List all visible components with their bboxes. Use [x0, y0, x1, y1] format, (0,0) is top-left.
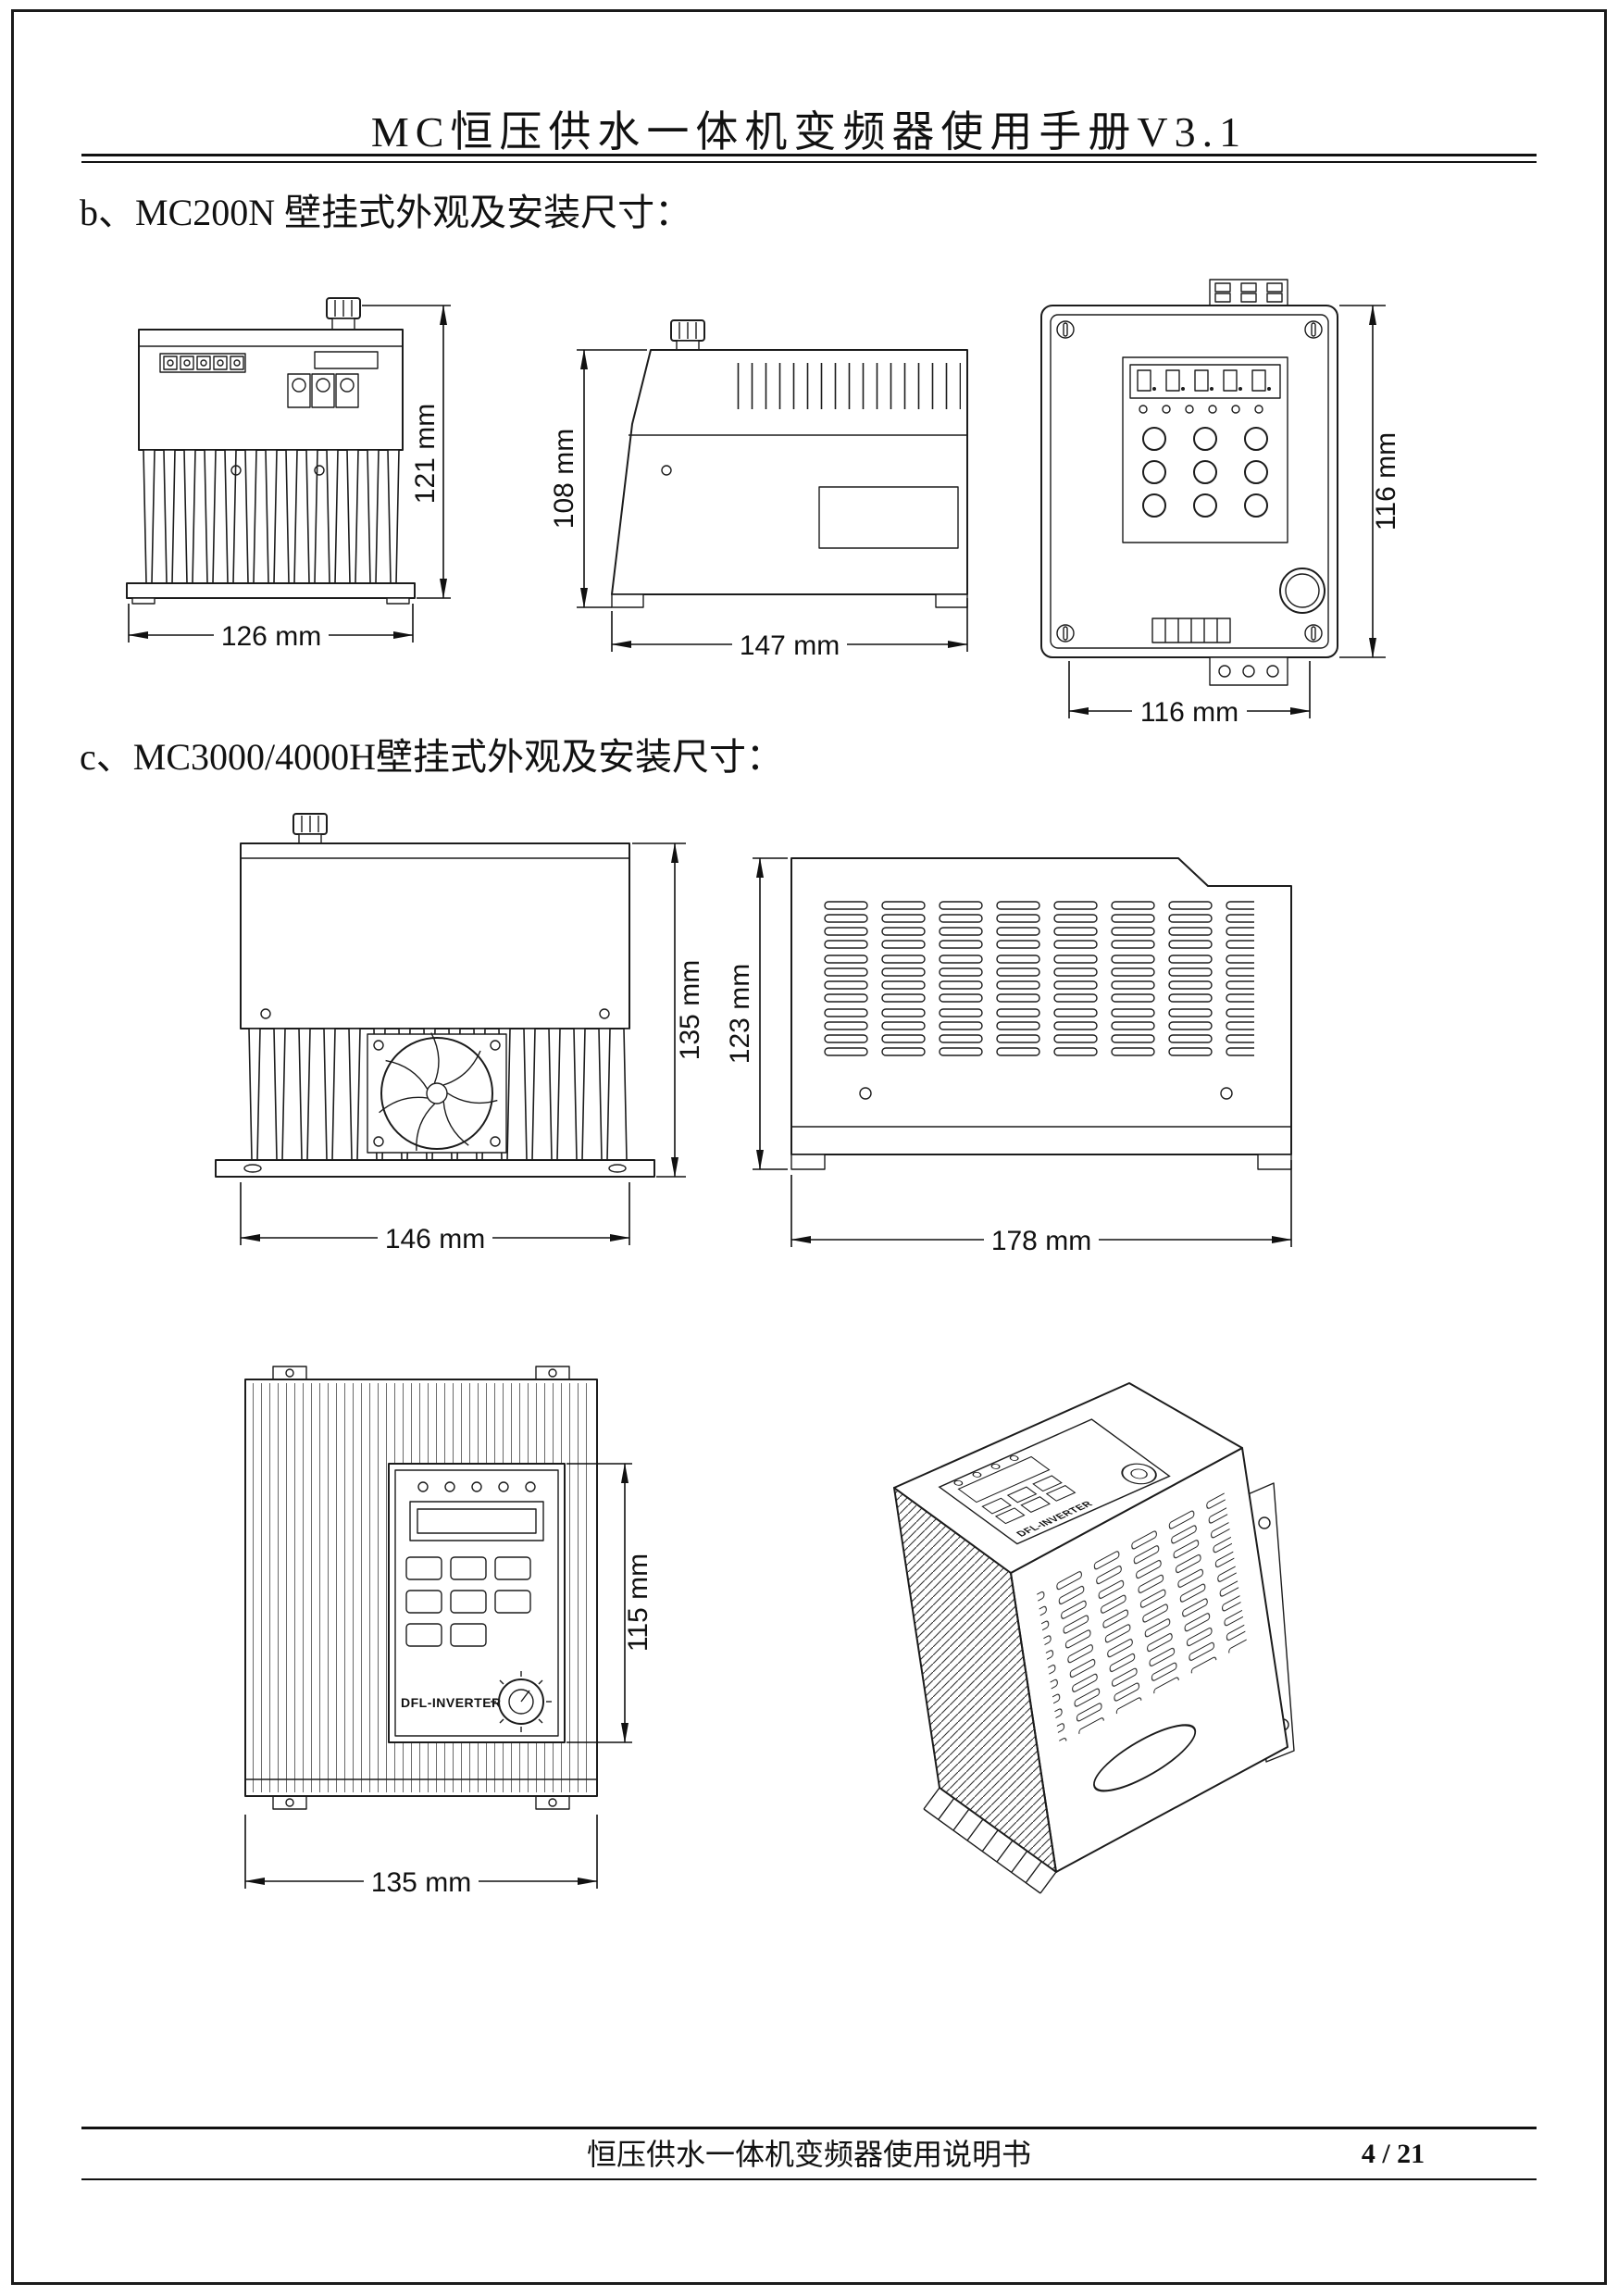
dim-mc3000-side-height: 123 mm	[727, 964, 755, 1064]
dim-mc200n-front-height: 121 mm	[410, 404, 441, 504]
cable-gland-knob	[670, 319, 705, 351]
brand-label: DFL-INVERTER	[401, 1695, 502, 1710]
dim-mc3000-face-height: 115 mm	[623, 1554, 653, 1652]
height-dimension: 121 mm	[362, 305, 451, 599]
bottom-terminal	[1209, 656, 1288, 686]
height-dimension: 115 mm	[566, 1463, 653, 1743]
device-body	[138, 329, 404, 451]
device-body	[611, 349, 968, 608]
page-title: MC恒压供水一体机变频器使用手册V3.1	[370, 108, 1248, 156]
width-dimension: 178 mm	[790, 1160, 1292, 1256]
speed-knob	[491, 1671, 552, 1732]
keypad-panel: DFL-INVERTER	[388, 1463, 566, 1743]
mounting-holes	[1056, 320, 1323, 643]
height-dimension: 135 mm	[632, 842, 705, 1178]
dim-mc3000-side-width: 178 mm	[991, 1226, 1091, 1256]
page-border	[11, 9, 1607, 2285]
page-number: 4 / 21	[1361, 2139, 1425, 2169]
top-face: DFL-INVERTER	[893, 1382, 1243, 1574]
mc3000-panel-view: DFL-INVERTER 115 mm 135 mm	[244, 1366, 653, 1898]
keypad-panel	[1122, 356, 1288, 543]
height-dimension: 116 mm	[1339, 305, 1401, 658]
width-dimension: 135 mm	[244, 1815, 598, 1898]
width-dimension: 126 mm	[128, 604, 414, 652]
mc200n-front-view: 121 mm 126 mm	[126, 297, 451, 652]
dim-mc200n-side-height: 108 mm	[551, 429, 579, 529]
dim-mc200n-front-width: 126 mm	[221, 621, 321, 652]
dim-mc3000-front-height: 135 mm	[675, 960, 705, 1060]
width-dimension: 147 mm	[611, 598, 968, 661]
dim-mc200n-side-width: 147 mm	[740, 630, 840, 661]
base-plate	[126, 582, 416, 605]
dim-mc3000-face-width: 135 mm	[371, 1867, 471, 1898]
bottom-fins	[923, 1787, 1057, 1894]
top-terminal	[1209, 279, 1288, 306]
speed-knob	[1121, 1463, 1157, 1485]
mc3000-side-view: 123 mm 178 mm	[727, 857, 1292, 1256]
height-dimension: 123 mm	[727, 857, 788, 1170]
cable-gland-knob	[292, 813, 328, 844]
width-dimension: 116 mm	[1068, 661, 1311, 728]
device-body	[240, 842, 630, 1029]
vent-slots	[731, 359, 961, 413]
footer-title: 恒压供水一体机变频器使用说明书	[586, 2138, 1031, 2171]
mc200n-panel-view: 116 mm 116 mm	[1040, 279, 1401, 728]
dim-mc200n-face-height: 116 mm	[1371, 432, 1401, 530]
height-dimension: 108 mm	[551, 349, 647, 608]
mc200n-side-view: 108 mm 147 mm	[551, 319, 968, 661]
base-plate	[215, 1159, 655, 1178]
vent-louvres	[819, 899, 1254, 1060]
cooling-fan	[367, 1032, 507, 1154]
header-divider	[81, 154, 1537, 163]
dim-mc200n-face-width: 116 mm	[1140, 697, 1238, 728]
section-c-heading: c、MC3000/4000H壁挂式外观及安装尺寸：	[80, 736, 783, 778]
cable-gland-knob	[326, 297, 361, 331]
heatsink-fins	[139, 450, 403, 583]
section-b-heading: b、MC200N 壁挂式外观及安装尺寸：	[80, 192, 692, 233]
footer-divider-bottom	[81, 2178, 1537, 2180]
dim-mc3000-front-width: 146 mm	[385, 1224, 485, 1254]
side-face-vents	[1010, 1447, 1288, 1873]
device-body	[1040, 305, 1338, 658]
footer-divider-top	[81, 2127, 1537, 2129]
mc3000-isometric-view: DFL-INVERTER	[893, 1382, 1295, 1894]
terminal-block	[287, 373, 359, 408]
mc3000-front-view: 135 mm 146 mm	[215, 813, 705, 1254]
gland-hole	[1279, 568, 1326, 614]
width-dimension: 146 mm	[240, 1182, 630, 1254]
device-body	[790, 857, 1292, 1170]
